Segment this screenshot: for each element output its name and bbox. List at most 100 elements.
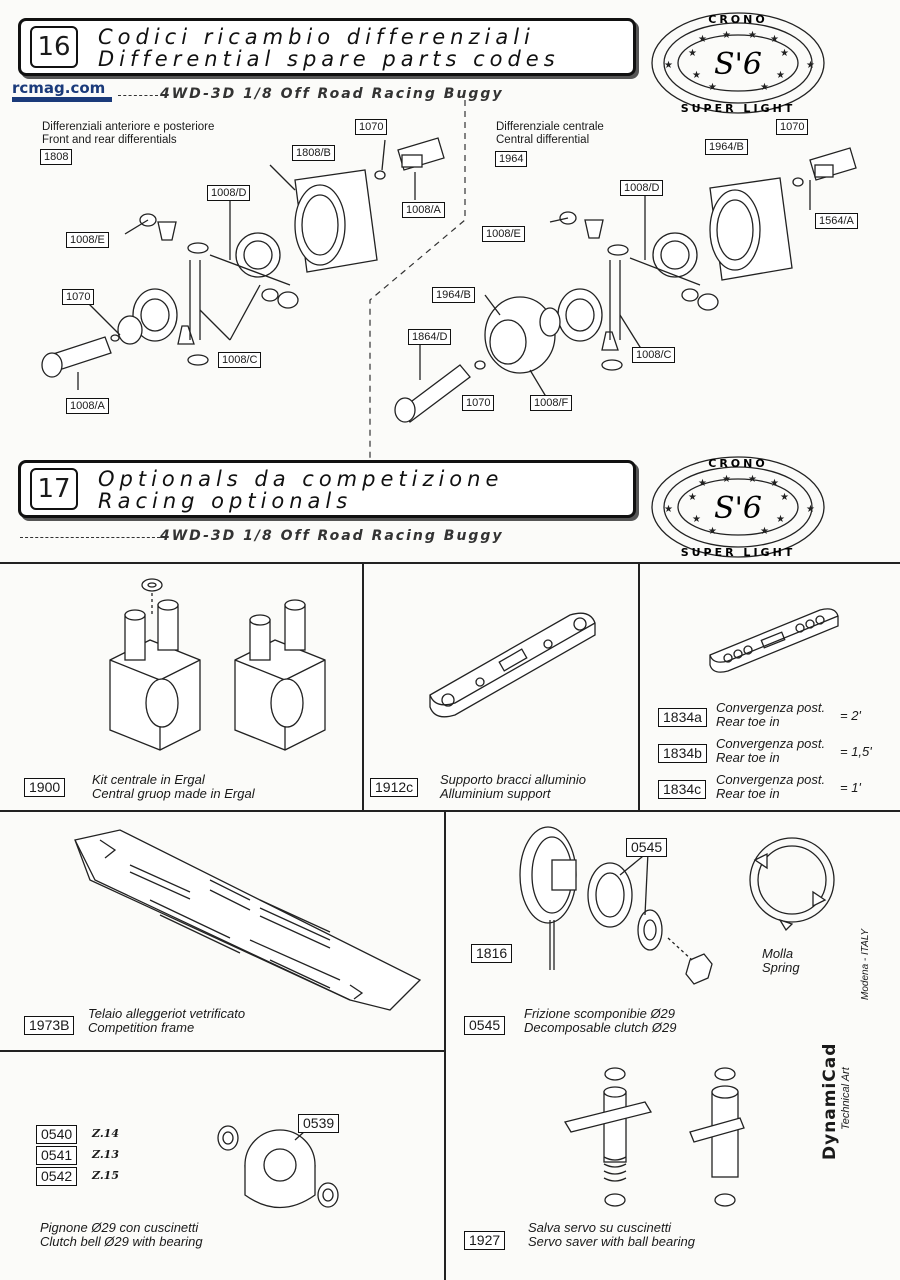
item-1834b-en: Rear toe in: [716, 750, 780, 765]
item-0540-it: Pignone Ø29 con cuscinetti: [40, 1220, 199, 1235]
grid-line-low: [0, 1050, 444, 1052]
servo-saver-drawing: [563, 1067, 745, 1207]
section17-title-it: Optionals da competizione: [98, 467, 504, 491]
svg-text:★: ★: [664, 60, 673, 71]
item-1927-en: Servo saver with ball bearing: [528, 1234, 695, 1249]
section16-number: 16: [30, 26, 78, 68]
central-label-en: Central differential: [496, 134, 590, 146]
item-1912-code: 1912c: [370, 778, 419, 797]
credit-line1: Technical Art: [840, 1067, 852, 1130]
central-code: 1964: [495, 151, 528, 167]
item-1973-it: Telaio alleggeriot vetrificato: [88, 1006, 246, 1021]
clutch-bell-drawing: [217, 1121, 339, 1208]
crono-logo-16: CRONO S'6 SUPER LIGHT ★★★★ ★★★★ ★★★★: [651, 12, 825, 115]
section17-subtitle-rule: [20, 537, 160, 538]
item-1834b-it: Convergenza post.: [716, 736, 826, 751]
part-1008-a-right: 1008/A: [402, 202, 445, 218]
grid-line-top: [0, 562, 900, 564]
rcmag-watermark: rcmag.com: [12, 80, 112, 104]
credit-brand: DynamiCad: [820, 1042, 840, 1160]
grid-line-mid: [0, 810, 900, 812]
item-0540-code: 0540: [36, 1125, 78, 1144]
side-credit: DynamiCad Technical Art Modena - ITALY: [800, 929, 880, 1220]
svg-text:★: ★: [770, 478, 779, 489]
c-part-1964-b: 1964/B: [432, 287, 475, 303]
central-diff-drawing: [394, 147, 857, 423]
logo17-bottom-text: SUPER LIGHT: [681, 546, 796, 559]
rcmag-logo-bar: [12, 97, 112, 102]
svg-text:★: ★: [776, 70, 785, 81]
section16-subtitle: 4WD-3D 1/8 Off Road Racing Buggy: [160, 86, 504, 102]
section16-header: [18, 18, 636, 76]
section17-title-en: Racing optionals: [98, 489, 353, 513]
section16-divider: [369, 100, 466, 460]
alu-support-drawing: [429, 612, 596, 718]
toe-block-drawing: [709, 608, 839, 673]
item-1834a-value: = 2': [840, 708, 861, 723]
logo-top-text: CRONO: [708, 13, 767, 26]
svg-text:★: ★: [780, 48, 789, 59]
item-1927-it: Salva servo su cuscinetti: [528, 1220, 672, 1235]
part-1008-a-left: 1008/A: [66, 398, 109, 414]
c-part-1008-e: 1008/E: [482, 226, 525, 242]
svg-text:★: ★: [776, 514, 785, 525]
front-rear-diff-drawing: [41, 137, 445, 390]
logo17-top-text: CRONO: [708, 457, 767, 470]
item-0540-en: Clutch bell Ø29 with bearing: [40, 1234, 203, 1249]
item-1973-code: 1973B: [24, 1016, 75, 1035]
item-1927-code: 1927: [464, 1231, 506, 1250]
svg-text:★: ★: [748, 30, 757, 41]
svg-text:★: ★: [692, 70, 701, 81]
part-1008-d: 1008/D: [207, 185, 251, 201]
c-part-1070-a: 1070: [776, 119, 809, 135]
front-rear-label-en: Front and rear differentials: [42, 134, 177, 146]
crono-logo-17: CRONO S'6 SUPER LIGHT ★★★★ ★★★★ ★★★★: [651, 456, 825, 559]
grid-line-v1: [362, 562, 364, 810]
part-1070-a: 1070: [355, 119, 388, 135]
c-part-1008-d: 1008/D: [620, 180, 664, 196]
logo-stars: ★★★★ ★★★★ ★★★★: [664, 30, 815, 93]
item-0545-top-code: 0545: [626, 838, 668, 857]
item-1834a-en: Rear toe in: [716, 714, 780, 729]
logo-bottom-text: SUPER LIGHT: [681, 102, 796, 115]
c-part-1864-d: 1864/D: [408, 329, 452, 345]
item-1834c-code: 1834c: [658, 780, 707, 799]
item-1912-it: Supporto bracci alluminio: [440, 772, 586, 787]
svg-text:★: ★: [780, 492, 789, 503]
svg-text:★: ★: [708, 526, 717, 537]
part-1008-c: 1008/C: [218, 352, 262, 368]
item-1900-en: Central gruop made in Ergal: [92, 786, 255, 801]
central-label-it: Differenziale centrale: [496, 121, 604, 133]
section17-subtitle: 4WD-3D 1/8 Off Road Racing Buggy: [160, 528, 504, 544]
item-0539-code: 0539: [298, 1114, 340, 1133]
svg-text:★: ★: [664, 504, 673, 515]
svg-text:★: ★: [688, 48, 697, 59]
svg-text:★: ★: [770, 34, 779, 45]
item-1834a-code: 1834a: [658, 708, 707, 727]
chassis-drawing: [74, 829, 422, 1011]
section16-title-it: Codici ricambio differenziali: [98, 25, 535, 49]
svg-text:★: ★: [722, 474, 731, 485]
section16-subtitle-rule: [118, 95, 158, 96]
svg-text:★: ★: [688, 492, 697, 503]
svg-text:★: ★: [748, 474, 757, 485]
item-0545-code: 0545: [464, 1016, 506, 1035]
part-1808-b: 1808/B: [292, 145, 335, 161]
item-1834b-value: = 1,5': [840, 744, 872, 759]
item-0542-code: 0542: [36, 1167, 78, 1186]
svg-text:★: ★: [708, 82, 717, 93]
item-0542-z: Z.15: [92, 1169, 119, 1182]
part-1070-b: 1070: [62, 289, 95, 305]
front-rear-label-it: Differenziali anteriore e posteriore: [42, 121, 215, 133]
svg-text:★: ★: [806, 60, 815, 71]
item-1834a-it: Convergenza post.: [716, 700, 826, 715]
clutch-drawing: [519, 826, 835, 985]
svg-text:★: ★: [760, 526, 769, 537]
central-kit-drawing: [109, 578, 326, 751]
item-1834c-en: Rear toe in: [716, 786, 780, 801]
item-1900-it: Kit centrale in Ergal: [92, 772, 205, 787]
c-part-1964-b-top: 1964/B: [705, 139, 748, 155]
item-1816-code: 1816: [471, 944, 513, 963]
svg-text:★: ★: [760, 82, 769, 93]
item-0540-z: Z.14: [92, 1127, 119, 1140]
